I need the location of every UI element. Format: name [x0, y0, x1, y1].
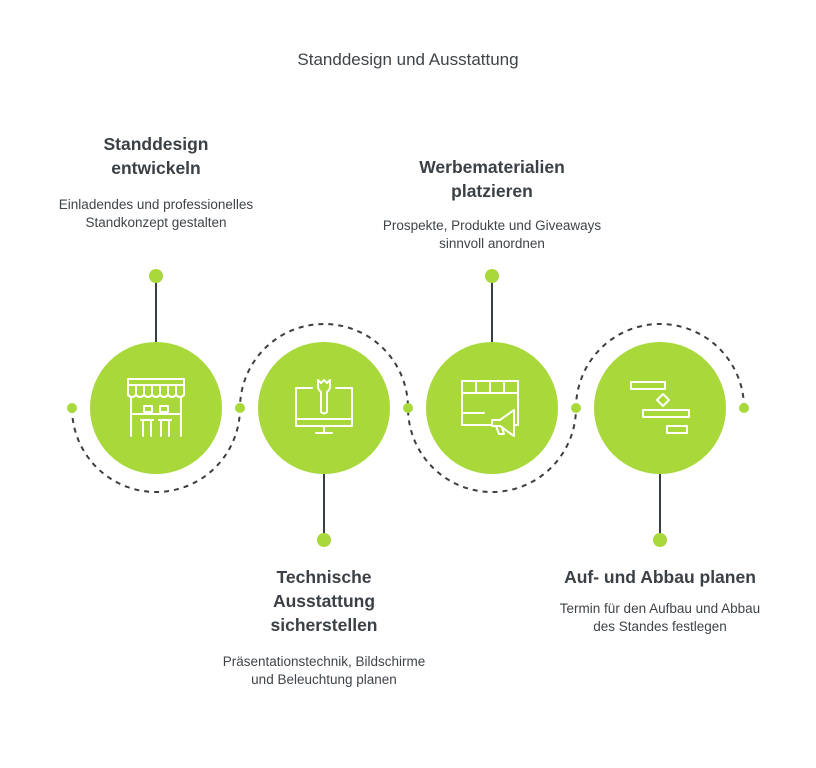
step-3-circle — [426, 342, 558, 474]
step-1-circle — [90, 342, 222, 474]
market-stall-icon — [127, 378, 185, 437]
wave-dot — [67, 403, 77, 413]
step-2-connector-dot — [317, 533, 331, 547]
step-4-title: Auf- und Abbau planen — [564, 567, 756, 587]
wave-dot — [235, 403, 245, 413]
step-3-connector-dot — [485, 269, 499, 283]
step-4-connector-dot — [653, 533, 667, 547]
step-2-title: Technische Ausstattung sicherstellen — [270, 567, 378, 635]
step-4-description: Termin für den Aufbau und Abbau des Stan… — [559, 601, 761, 634]
step-2-description: Präsentationstechnik, Bildschirme und Be… — [222, 654, 426, 687]
diagram-title: Standdesign und Ausstattung — [297, 50, 519, 69]
step-1-description: Einladendes und professionelles Standkon… — [58, 197, 254, 230]
gantt-chart-icon — [630, 381, 690, 434]
wave-dot — [571, 403, 581, 413]
wave-dot — [403, 403, 413, 413]
step-2-circle — [258, 342, 390, 474]
step-3-title: Werbematerialien platzieren — [419, 157, 565, 201]
step-1-connector-dot — [149, 269, 163, 283]
step-3-description: Prospekte, Produkte und Giveaways sinnvo… — [382, 218, 602, 251]
wave-dot — [739, 403, 749, 413]
step-1-title: Standdesign entwickeln — [103, 134, 209, 178]
step-4-circle — [594, 342, 726, 474]
display-megaphone-icon — [461, 380, 519, 437]
monitor-wrench-icon — [295, 379, 353, 434]
